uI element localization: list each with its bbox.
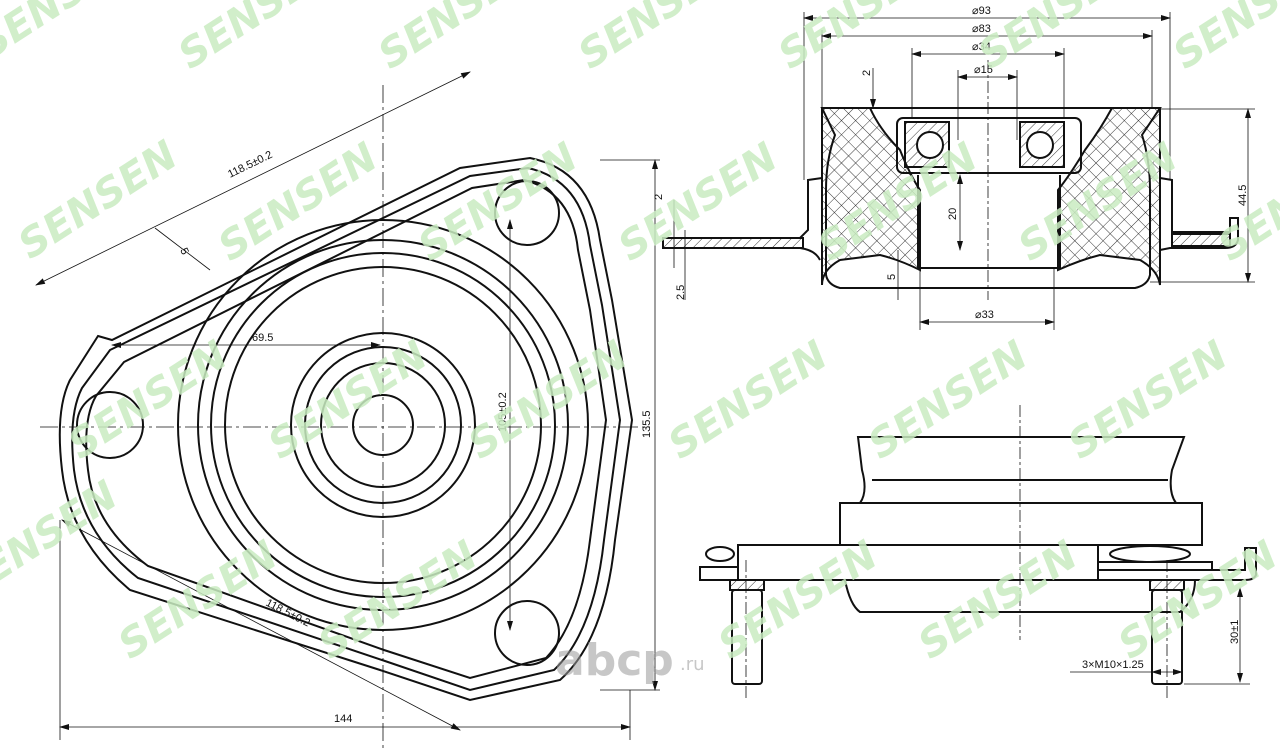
dim-overall-height: 135.5 <box>641 410 653 438</box>
watermark-text: SENSEN <box>1110 532 1280 668</box>
dim-sleeve-height: 20 <box>947 208 959 220</box>
site-watermark-suffix: .ru <box>680 654 705 675</box>
watermark-text: SENSEN <box>10 132 185 268</box>
dim-flange-lower: 2.5 <box>675 285 687 300</box>
brand-watermarks: SENSEN SENSEN SENSEN SENSEN SENSEN SENSE… <box>0 0 1280 668</box>
watermark-text: SENSEN <box>910 532 1085 668</box>
dim-bolt-vertical: 105±0.2 <box>497 392 509 432</box>
dim-total-height: 44.5 <box>1237 185 1249 206</box>
watermark-text: SENSEN <box>1165 0 1280 78</box>
watermark-text: SENSEN <box>610 134 785 270</box>
watermark-text: SENSEN <box>260 332 435 468</box>
site-watermark: abcp .ru <box>555 635 705 686</box>
dim-bore-diameter: ⌀33 <box>975 309 994 321</box>
dim-rubber-diameter: ⌀83 <box>972 23 991 35</box>
dim-overall-width: 144 <box>334 713 352 725</box>
dim-bolt-spacing-upper: 118.5±0.2 <box>226 149 274 181</box>
side-view <box>699 405 1257 700</box>
dim-top-offset: 2 <box>861 70 873 76</box>
dim-bottom-offset: 5 <box>886 274 898 280</box>
dim-flange-rim: 5 <box>177 246 190 257</box>
watermark-text: SENSEN <box>310 532 485 668</box>
dim-thread-spec: 3×M10×1.25 <box>1082 659 1144 671</box>
dim-center-to-bolt: 69.5 <box>252 332 273 344</box>
dim-bearing-inner-diameter: ⌀15 <box>974 64 993 76</box>
dim-bearing-outer-diameter: ⌀34 <box>972 41 991 53</box>
watermark-text: SENSEN <box>0 472 126 608</box>
watermark-text: SENSEN <box>1060 332 1235 468</box>
watermark-text: SENSEN <box>660 332 835 468</box>
dim-bolt-spacing-lower: 118.5±0.2 <box>264 597 312 630</box>
watermark-text: SENSEN <box>860 332 1035 468</box>
watermark-text: SENSEN <box>0 0 146 68</box>
dim-outer-diameter: ⌀93 <box>972 5 991 17</box>
watermark-text: SENSEN <box>710 532 885 668</box>
watermark-text: SENSEN <box>370 0 545 78</box>
side-view-labels: 30±1 3×M10×1.25 <box>1082 620 1241 671</box>
watermark-text: SENSEN <box>970 0 1145 78</box>
section-view <box>662 12 1255 330</box>
section-view-labels: ⌀93 ⌀83 ⌀34 ⌀15 2 2 2.5 20 5 ⌀33 44.5 <box>653 5 1249 321</box>
dim-stud-length: 30±1 <box>1229 620 1241 644</box>
watermark-text: SENSEN <box>570 0 745 78</box>
watermark-text: SENSEN <box>170 0 345 78</box>
site-watermark-main: abcp <box>555 635 674 686</box>
dim-flange-upper: 2 <box>653 194 665 200</box>
top-view <box>35 71 660 749</box>
watermark-text: SENSEN <box>770 0 945 78</box>
watermark-text: SENSEN <box>110 532 285 668</box>
watermark-text: SENSEN <box>460 332 635 468</box>
watermark-text: SENSEN <box>210 134 385 270</box>
